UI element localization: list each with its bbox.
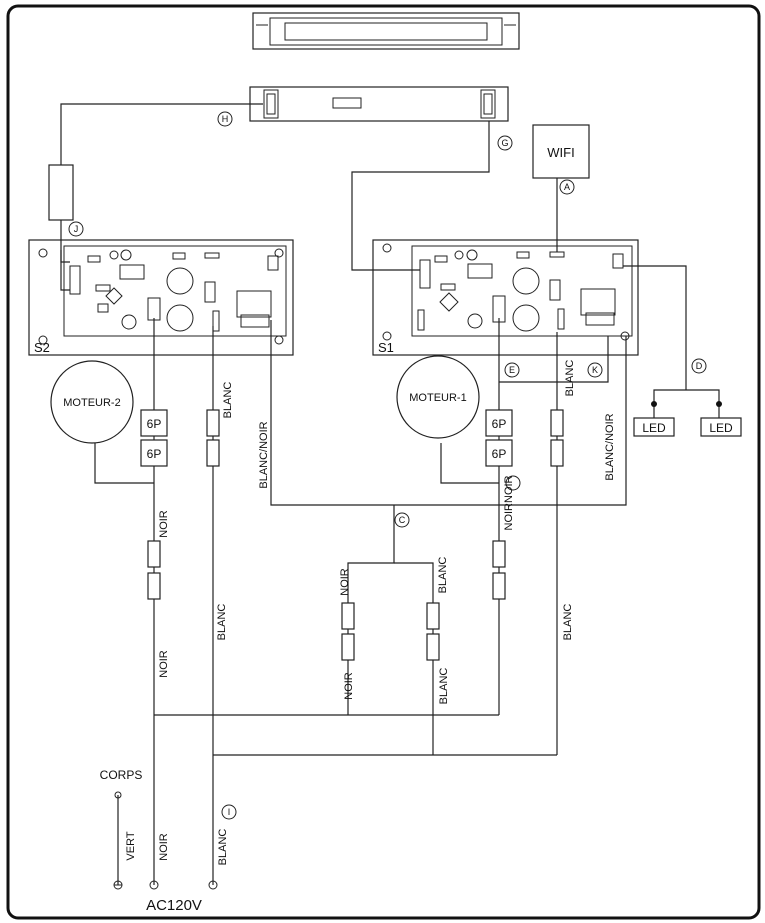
wire-label-blanc: BLANC: [222, 382, 234, 419]
marker-i: I: [228, 807, 231, 817]
wire-label-noir: NOIR: [158, 833, 170, 861]
control-board-s2: S2: [28, 239, 294, 356]
corps-label: CORPS: [100, 768, 143, 782]
connector-6p-label: 6P: [147, 447, 162, 461]
board-s2-label: S2: [34, 340, 50, 355]
wire-label-vert: VERT: [125, 831, 137, 860]
wire-label-noir: NOIR: [343, 672, 355, 700]
marker-c: C: [399, 515, 406, 525]
board-s1-label: S1: [378, 340, 394, 355]
wires: [48, 103, 722, 885]
wifi-label: WIFI: [547, 145, 574, 160]
wire-label-noir: NOIR: [158, 510, 170, 538]
motor-1: MOTEUR-1: [396, 355, 480, 439]
control-board-s1: S1: [372, 239, 639, 356]
wire-label-noir: NOIR: [339, 568, 351, 596]
terminals: [113, 791, 218, 890]
led-right: LED: [700, 417, 742, 437]
connector-6p-label: 6P: [147, 417, 162, 431]
light-bar-top: [252, 12, 520, 50]
marker-a: A: [564, 182, 570, 192]
driver-bar: [249, 86, 509, 122]
wire-label-noirnoir: NOIRNOIR: [503, 475, 515, 530]
wifi-module: WIFI: [532, 124, 590, 179]
led-label: LED: [709, 421, 733, 435]
motor-1-label: MOTEUR-1: [409, 392, 466, 404]
inline-connectors: [147, 409, 564, 661]
wire-label-blanc: BLANC: [562, 604, 574, 641]
led-left: LED: [633, 417, 675, 437]
motor-2-label: MOTEUR-2: [63, 397, 120, 409]
wire-label-noir: NOIR: [158, 650, 170, 678]
wire-label-blanc-noir: BLANC/NOIR: [258, 421, 270, 488]
wire-label-blanc: BLANC: [438, 668, 450, 705]
supply-label: AC120V: [146, 897, 202, 914]
marker-h: H: [222, 114, 229, 124]
connector-6p-group: 6P 6P 6P 6P: [140, 409, 513, 467]
wire-labels: BLANC BLANC/NOIR BLANC BLANC/NOIR NOIR N…: [125, 360, 616, 866]
marker-k: K: [592, 365, 598, 375]
motor-2: MOTEUR-2: [50, 360, 134, 444]
connector-6p-label: 6P: [492, 417, 507, 431]
wire-label-blanc: BLANC: [216, 604, 228, 641]
led-label: LED: [642, 421, 666, 435]
wire-label-blanc: BLANC: [217, 829, 229, 866]
wire-label-blanc: BLANC: [437, 557, 449, 594]
wire-label-blanc: BLANC: [564, 360, 576, 397]
marker-e: E: [509, 365, 515, 375]
marker-d: D: [696, 361, 703, 371]
markers: H G A J E K D C I: [68, 111, 707, 820]
terminal-noir: [149, 880, 159, 890]
diagram-frame: [6, 4, 761, 920]
connector-6p-label: 6P: [492, 447, 507, 461]
marker-j: J: [74, 224, 79, 234]
marker-g: G: [501, 138, 508, 148]
wire-label-blanc-noir: BLANC/NOIR: [604, 413, 616, 480]
terminal-blanc: [208, 880, 218, 890]
